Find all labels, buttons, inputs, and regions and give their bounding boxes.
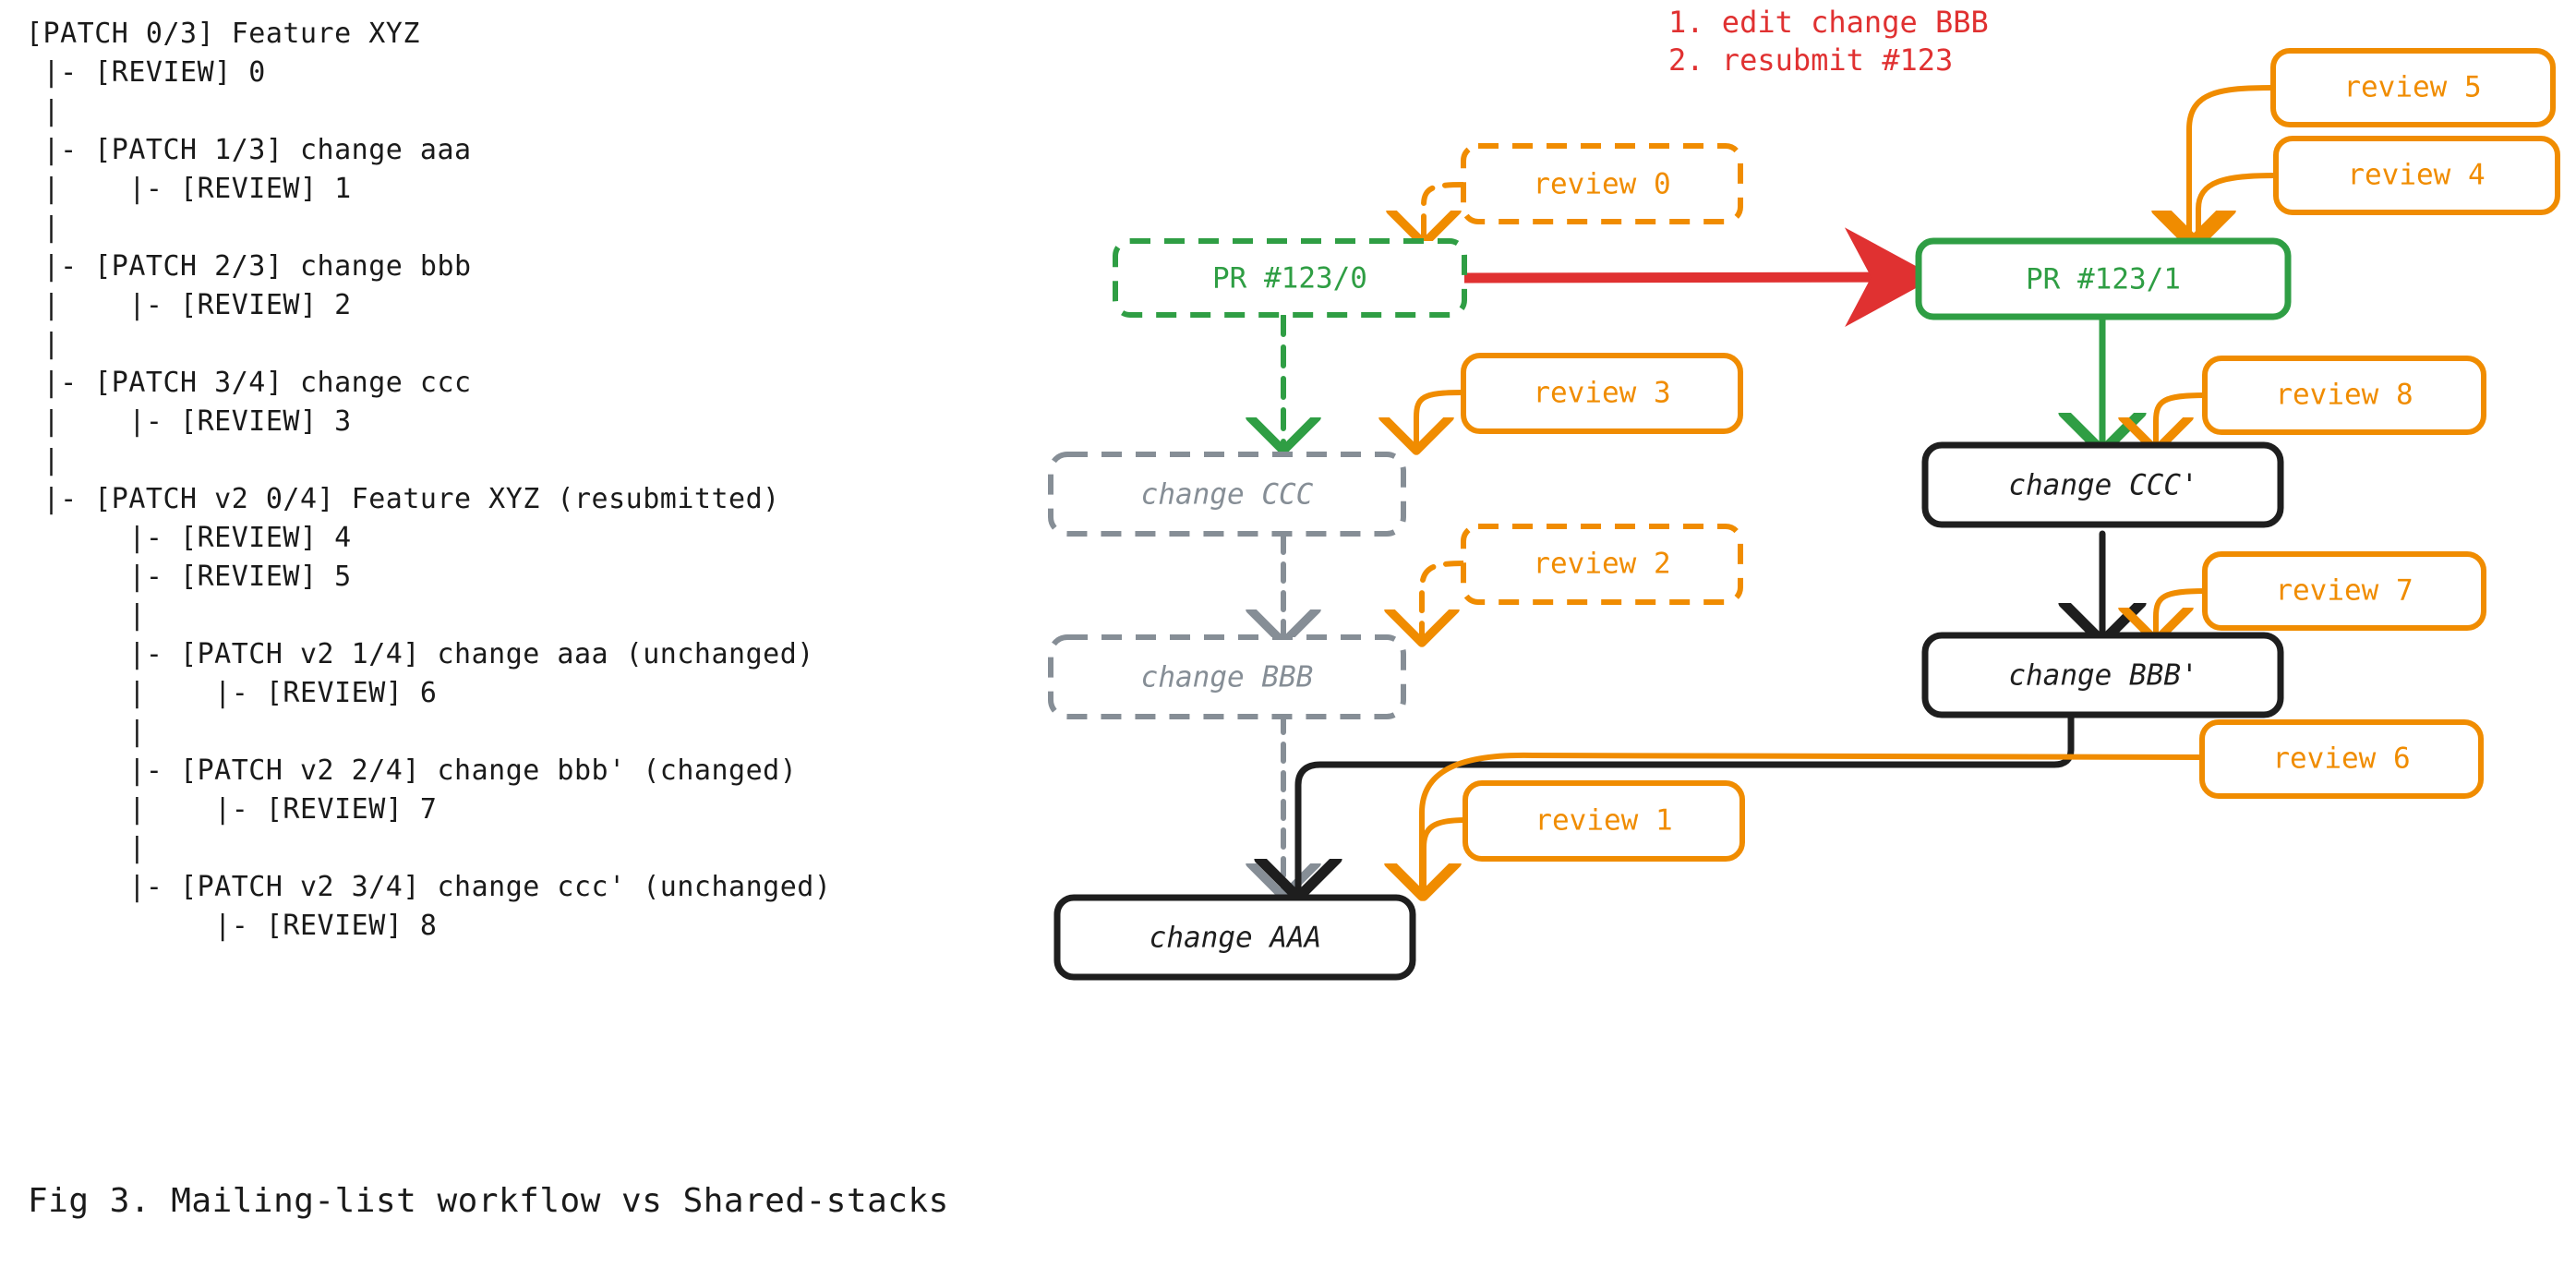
- change-bbb-prime-label: change BBB': [2008, 659, 2197, 693]
- change-aaa-node[interactable]: change AAA: [1053, 894, 1416, 981]
- figure-caption: Fig 3. Mailing-list workflow vs Shared-s…: [28, 1182, 949, 1220]
- tree-line: |- [PATCH 3/4] change ccc: [26, 367, 472, 399]
- change-ccc-label: change CCC: [1141, 478, 1314, 512]
- tree-line: | |- [REVIEW] 1: [26, 173, 352, 205]
- tree-line: |- [REVIEW] 5: [26, 561, 352, 593]
- tree-line: [PATCH 0/3] Feature XYZ: [26, 18, 420, 50]
- review-6-node[interactable]: review 6: [2199, 719, 2484, 799]
- edit-resubmit-annotation: 1. edit change BBB 2. resubmit #123: [1668, 5, 1989, 78]
- review-2-label: review 2: [1533, 548, 1670, 581]
- tree-line: |- [PATCH v2 2/4] change bbb' (changed): [26, 754, 798, 787]
- review-5-node[interactable]: review 5: [2270, 48, 2556, 127]
- tree-line: |- [REVIEW] 4: [26, 522, 352, 554]
- review-8-node[interactable]: review 8: [2202, 356, 2486, 435]
- tree-line: |: [26, 716, 146, 748]
- review-4-node[interactable]: review 4: [2273, 136, 2560, 215]
- tree-line: |: [26, 444, 61, 477]
- change-bbb-label: change BBB: [1141, 661, 1314, 694]
- tree-line: |: [26, 95, 61, 127]
- tree-line: |- [PATCH v2 0/4] Feature XYZ (resubmitt…: [26, 483, 780, 515]
- change-ccc-prime-label: change CCC': [2008, 469, 2197, 502]
- annotation-line-2: 2. resubmit #123: [1668, 42, 1953, 78]
- edge-review8-to-change-ccc-prime: [2156, 392, 2208, 445]
- pr-123-0-label: PR #123/0: [1212, 262, 1367, 296]
- tree-line: | |- [REVIEW] 6: [26, 677, 438, 709]
- review-5-label: review 5: [2343, 71, 2481, 104]
- pr-123-1-node[interactable]: PR #123/1: [1915, 237, 2292, 320]
- tree-line: |: [26, 599, 146, 632]
- change-ccc-prime-node[interactable]: change CCC': [1921, 441, 2284, 528]
- edge-review0-to-pr-old: [1424, 182, 1466, 238]
- annotation-line-1: 1. edit change BBB: [1668, 5, 1989, 40]
- tree-line: |: [26, 328, 61, 360]
- edge-review1-to-change-aaa: [1424, 817, 1468, 891]
- change-bbb-node[interactable]: change BBB: [1048, 634, 1406, 719]
- edge-review3-to-change-ccc: [1416, 390, 1465, 445]
- edge-resubmit-red: [1459, 227, 1936, 328]
- tree-line: |- [REVIEW] 0: [26, 56, 266, 89]
- shared-stacks-diagram: 1. edit change BBB 2. resubmit #123: [1016, 0, 2576, 1062]
- review-2-node[interactable]: review 2: [1461, 524, 1743, 605]
- pr-123-1-label: PR #123/1: [2026, 263, 2181, 296]
- review-4-label: review 4: [2347, 159, 2485, 192]
- edge-review7-to-change-bbb-prime: [2156, 588, 2208, 635]
- tree-line: |- [PATCH v2 3/4] change ccc' (unchanged…: [26, 871, 832, 903]
- review-3-label: review 3: [1533, 377, 1670, 410]
- edge-review6-to-change-aaa: [1422, 752, 2205, 891]
- tree-line: |- [PATCH v2 1/4] change aaa (unchanged): [26, 638, 814, 670]
- tree-line: |- [PATCH 1/3] change aaa: [26, 134, 472, 166]
- pr-123-0-node[interactable]: PR #123/0: [1113, 238, 1467, 318]
- change-bbb-prime-node[interactable]: change BBB': [1921, 632, 2284, 718]
- tree-line: |: [26, 832, 146, 864]
- review-0-node[interactable]: review 0: [1461, 143, 1743, 224]
- review-3-node[interactable]: review 3: [1461, 353, 1743, 434]
- change-ccc-node[interactable]: change CCC: [1048, 452, 1406, 537]
- tree-line: | |- [REVIEW] 7: [26, 793, 438, 826]
- review-8-label: review 8: [2275, 379, 2413, 412]
- review-0-label: review 0: [1533, 168, 1670, 201]
- change-aaa-label: change AAA: [1150, 922, 1322, 955]
- tree-line: | |- [REVIEW] 2: [26, 289, 352, 321]
- tree-line: |: [26, 211, 61, 244]
- tree-line: | |- [REVIEW] 3: [26, 405, 352, 438]
- review-1-label: review 1: [1535, 804, 1672, 838]
- review-1-node[interactable]: review 1: [1463, 780, 1745, 862]
- tree-line: |- [REVIEW] 8: [26, 910, 438, 942]
- review-7-label: review 7: [2275, 574, 2413, 608]
- review-6-label: review 6: [2272, 742, 2410, 776]
- mailing-list-tree: [PATCH 0/3] Feature XYZ |- [REVIEW] 0 | …: [26, 15, 1023, 946]
- review-7-node[interactable]: review 7: [2202, 551, 2486, 631]
- tree-line: |- [PATCH 2/3] change bbb: [26, 250, 472, 283]
- edge-review2-to-change-bbb: [1422, 561, 1466, 637]
- edge-review4-to-pr-new: [2198, 173, 2279, 238]
- edge-review5-to-pr-new: [2189, 85, 2276, 238]
